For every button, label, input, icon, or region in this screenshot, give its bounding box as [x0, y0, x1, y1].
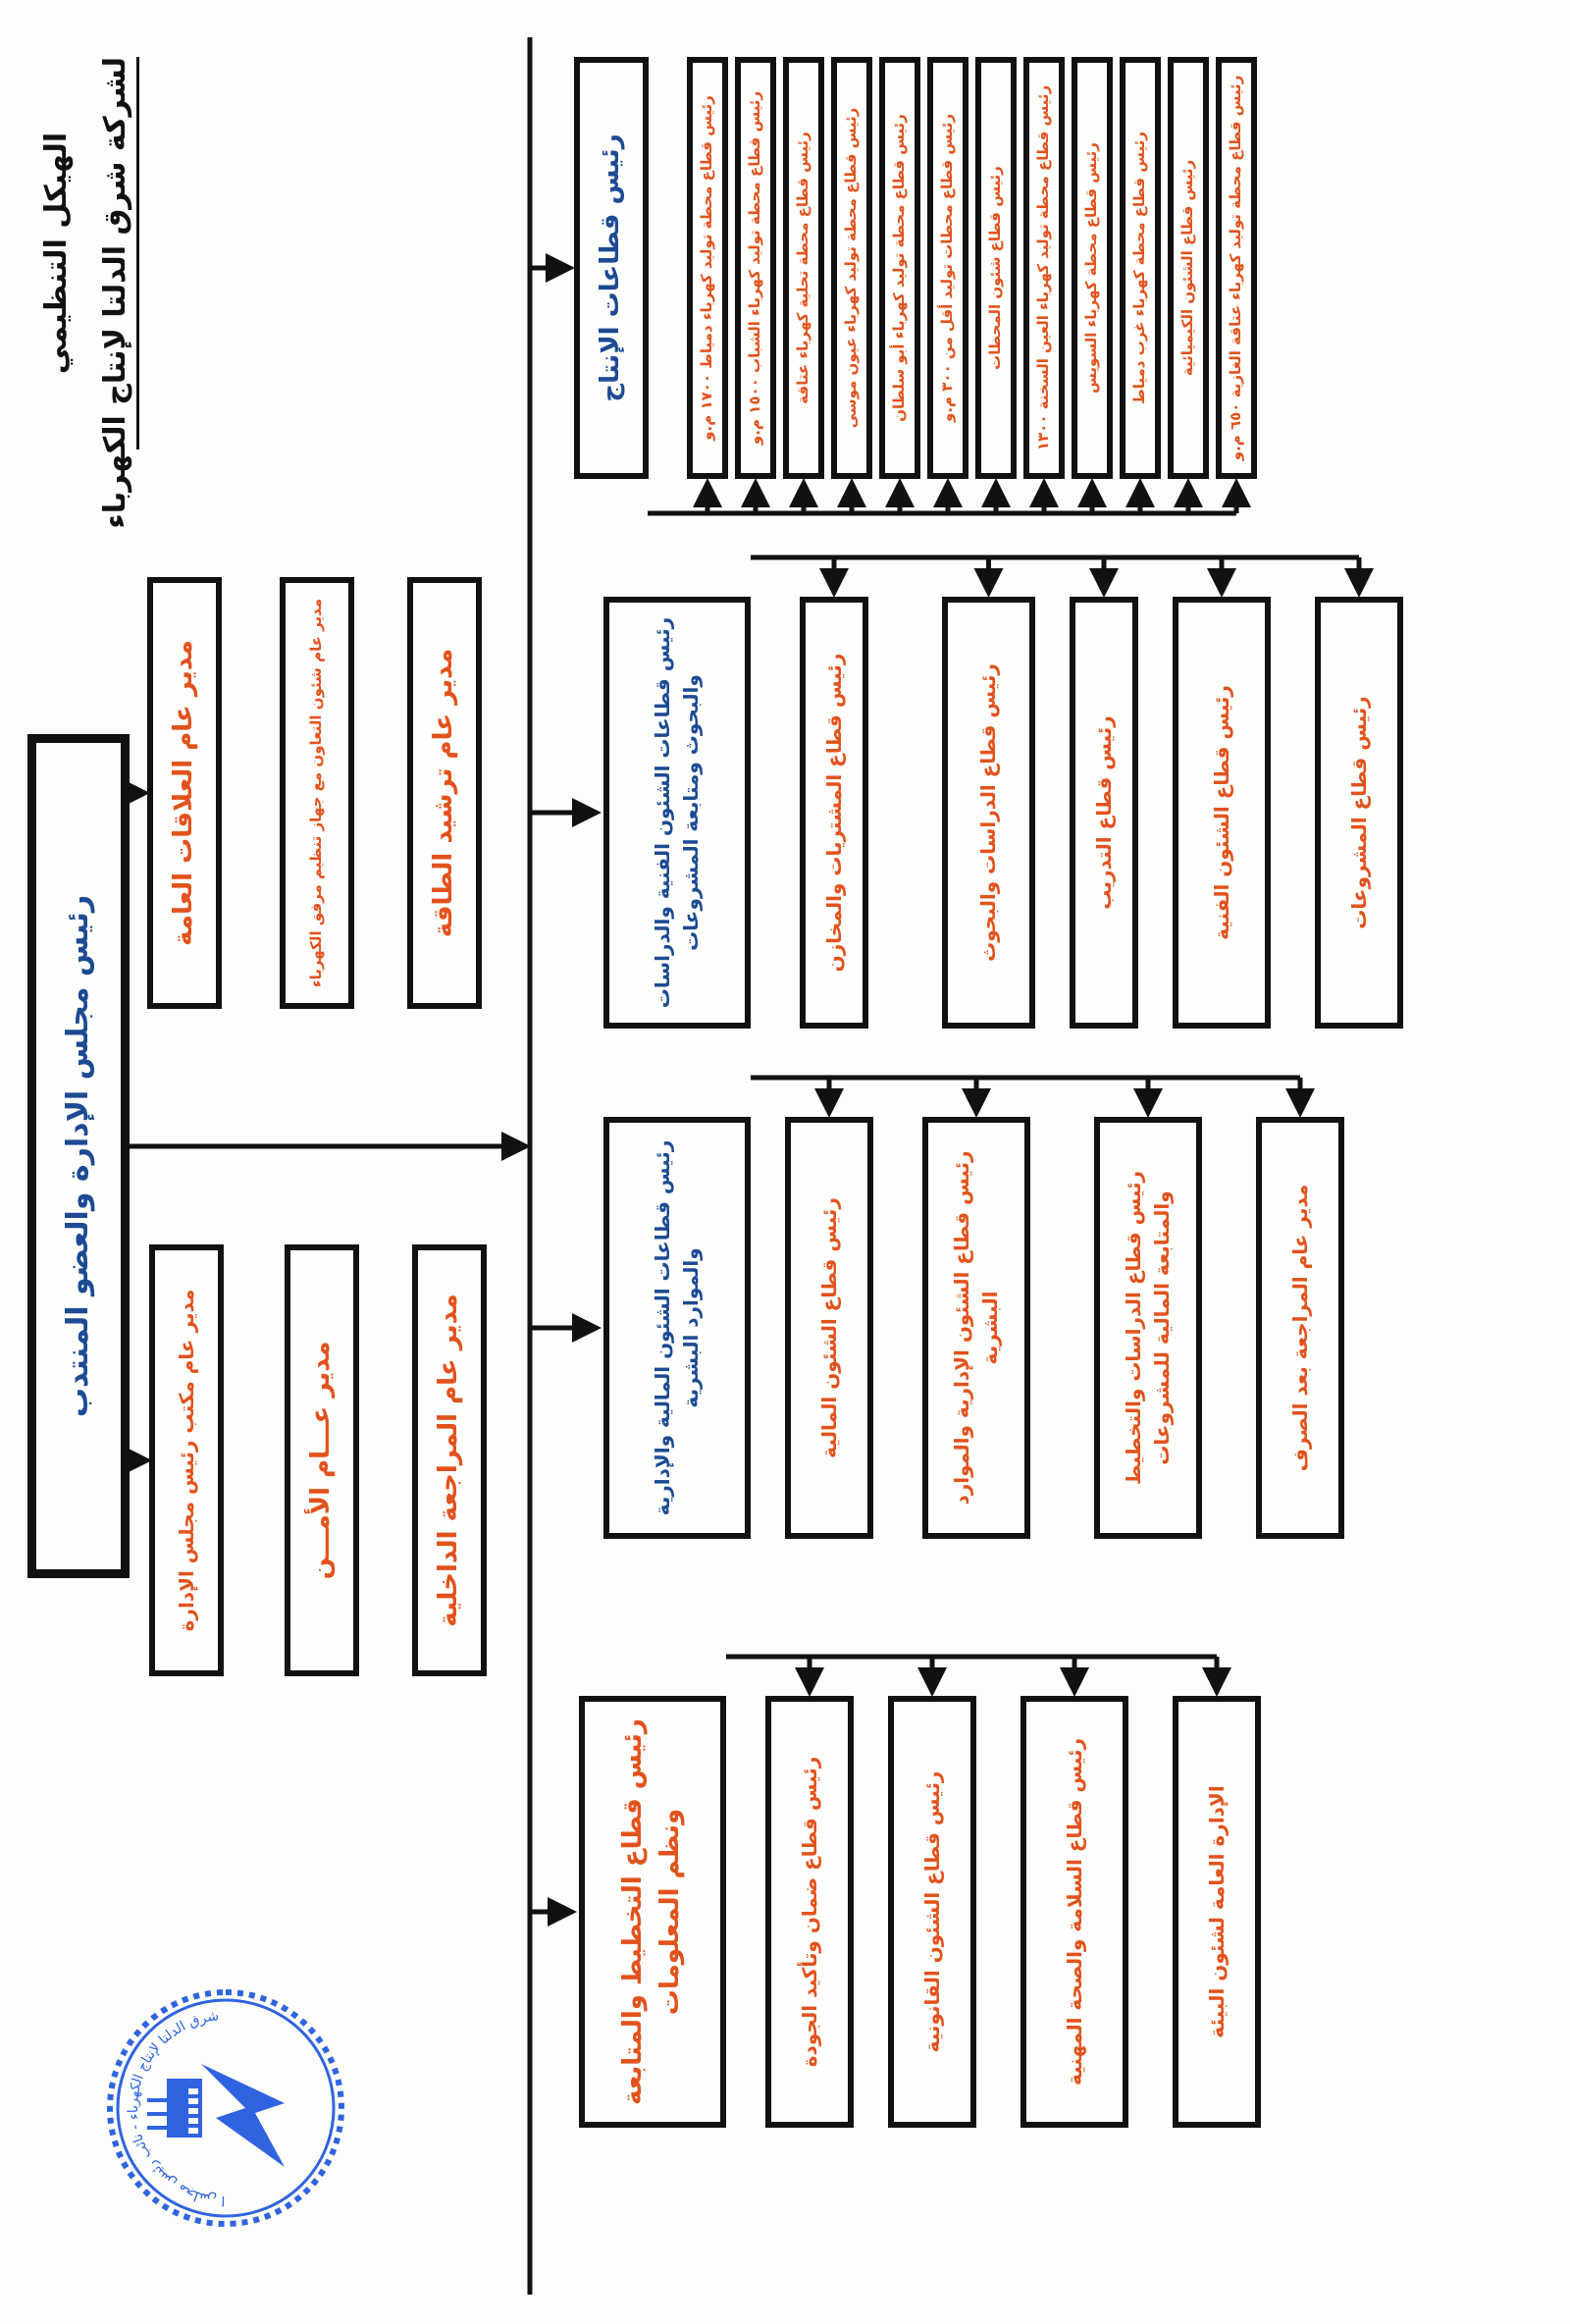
- production-station-box[interactable]: رئيس قطاع محطة كهرباء السويس: [1072, 57, 1113, 479]
- chart-title: الهيكل التنظيمي: [39, 132, 74, 375]
- production-station-box[interactable]: رئيس قطاع شئون المحطات: [975, 57, 1017, 479]
- child-label: مدير عام المراجعة بعد الصرف: [1287, 1184, 1312, 1472]
- technical-child-box[interactable]: رئيس قطاع المشروعات: [1315, 597, 1403, 1029]
- child-label: رئيس قطاع السلامة والصحة المهنية: [1062, 1738, 1086, 2086]
- staff-label: مدير عام شئون التعاون مع جهاز تنظيم مرفق…: [307, 598, 326, 988]
- staff-box-energy-conservation[interactable]: مدير عام ترشيد الطاقة: [407, 577, 482, 1009]
- child-label: رئيس قطاع محطة تحلية كهرباء عتاقة: [794, 132, 812, 404]
- staff-label: مدير عام ترشيد الطاقة: [429, 648, 459, 938]
- sector-head-planning[interactable]: رئيس قطاع التخطيط والمتابعة ونظم المعلوم…: [579, 1696, 726, 2128]
- technical-child-box[interactable]: رئيس قطاع التدريب: [1070, 597, 1138, 1029]
- planning-child-box[interactable]: رئيس قطاع الشئون القانونية: [888, 1696, 976, 2128]
- production-station-box[interactable]: رئيس قطاع محطة توليد كهرباء دمياط ١٧٠٠ م…: [687, 57, 728, 479]
- sector-head-production[interactable]: رئيس قطاعات الإنتاج: [574, 57, 649, 479]
- sector-head-label: رئيس قطاع التخطيط والمتابعة ونظم المعلوم…: [618, 1718, 685, 2105]
- lightning-bolt-pylon-icon: [147, 2064, 285, 2167]
- staff-label: مدير عام المراجعة الداخلية: [434, 1294, 464, 1627]
- child-label: رئيس قطاع ضمان وتأكيد الجودة: [797, 1756, 821, 2068]
- planning-child-box[interactable]: الإدارة العامة لشئون البيئة: [1173, 1696, 1261, 2128]
- technical-child-box[interactable]: رئيس قطاع الشئون الفنية: [1173, 597, 1271, 1029]
- financial-child-box[interactable]: رئيس قطاع الدراسات والتخطيط والمتابعة ال…: [1094, 1117, 1202, 1539]
- staff-box-internal-audit[interactable]: مدير عام المراجعة الداخلية: [412, 1244, 487, 1676]
- child-label: رئيس قطاع محطة توليد كهرباء أبو سلطان: [890, 114, 909, 422]
- child-label: رئيس قطاع محطة كهرباء السويس: [1082, 142, 1101, 394]
- child-label: رئيس قطاع محطة توليد كهرباء العين السخنة…: [1034, 84, 1053, 451]
- child-label: الإدارة العامة لشئون البيئة: [1204, 1785, 1229, 2038]
- chairman-label: رئيس مجلس الإدارة والعضو المنتدب: [61, 894, 96, 1418]
- chairman-box[interactable]: رئيس مجلس الإدارة والعضو المنتدب: [27, 734, 130, 1578]
- production-station-box[interactable]: رئيس قطاع محطة توليد كهرباء أبو سلطان: [879, 57, 920, 479]
- child-label: رئيس قطاع التدريب: [1091, 715, 1116, 910]
- staff-label: مدير عام مكتب رئيس مجلس الإدارة: [174, 1289, 198, 1632]
- staff-box-chairman-office[interactable]: مدير عام مكتب رئيس مجلس الإدارة: [149, 1244, 224, 1676]
- production-station-box[interactable]: رئيس قطاع محطة توليد كهرباء عتاقة الغازي…: [1216, 57, 1257, 479]
- production-station-box[interactable]: رئيس قطاع محطة كهرباء غرب دمياط: [1120, 57, 1161, 479]
- staff-box-regulatory-cooperation[interactable]: مدير عام شئون التعاون مع جهاز تنظيم مرفق…: [280, 577, 354, 1009]
- child-label: رئيس قطاع الشئون القانونية: [919, 1770, 944, 2053]
- company-seal: شركة شرق الدلتا لإنتاج الكهرباء - نائب ر…: [98, 1989, 344, 2236]
- technical-child-box[interactable]: رئيس قطاع المشتريات والمخازن: [800, 597, 868, 1029]
- staff-label: مدير عام العلاقات العامة: [169, 640, 199, 946]
- production-station-box[interactable]: رئيس قطاع محطة توليد كهرباء العين السخنة…: [1023, 57, 1065, 479]
- production-station-box[interactable]: رئيس قطاع محطة توليد كهرباء عيون موسى: [831, 57, 872, 479]
- child-label: رئيس قطاع الشئون الإدارية والموارد البشر…: [950, 1150, 1002, 1505]
- staff-box-security[interactable]: مدير عـــام الأمـــن: [285, 1244, 359, 1676]
- child-label: رئيس قطاع محطة كهرباء غرب دمياط: [1130, 132, 1149, 404]
- staff-label: مدير عـــام الأمـــن: [306, 1341, 337, 1580]
- child-label: رئيس قطاع محطات توليد أقل من ٣٠٠ م.و: [938, 114, 957, 422]
- sector-head-label: رئيس قطاعات الشئون الفنية والدراسات والب…: [651, 616, 703, 1009]
- child-label: رئيس قطاع محطة توليد كهرباء الشباب ١٥٠٠ …: [746, 90, 764, 446]
- child-label: رئيس قطاع الشئون الكيميائية: [1178, 159, 1197, 377]
- financial-child-box[interactable]: مدير عام المراجعة بعد الصرف: [1256, 1117, 1344, 1539]
- production-station-box[interactable]: رئيس قطاع محطة توليد كهرباء الشباب ١٥٠٠ …: [735, 57, 776, 479]
- child-label: رئيس قطاع محطة توليد كهرباء عيون موسى: [842, 107, 861, 429]
- technical-child-box[interactable]: رئيس قطاع الدراسات والبحوث: [942, 597, 1035, 1029]
- child-label: رئيس قطاع شئون المحطات: [986, 166, 1005, 370]
- production-station-box[interactable]: رئيس قطاع محطة تحلية كهرباء عتاقة: [783, 57, 824, 479]
- sector-head-label: رئيس قطاعات الإنتاج: [596, 133, 626, 402]
- sector-head-technical[interactable]: رئيس قطاعات الشئون الفنية والدراسات والب…: [603, 597, 751, 1029]
- planning-child-box[interactable]: رئيس قطاع ضمان وتأكيد الجودة: [765, 1696, 854, 2128]
- child-label: رئيس قطاع الشئون المالية: [816, 1197, 841, 1458]
- sector-head-label: رئيس قطاعات الشئون المالية والإدارية وال…: [651, 1139, 703, 1516]
- financial-child-box[interactable]: رئيس قطاع الشئون الإدارية والموارد البشر…: [922, 1117, 1030, 1539]
- chart-subtitle: لشركة شرق الدلتا لإنتاج الكهرباء: [98, 57, 139, 529]
- child-label: رئيس قطاع محطة توليد كهرباء عتاقة الغازي…: [1227, 75, 1245, 461]
- child-label: رئيس قطاع الدراسات والتخطيط والمتابعة ال…: [1122, 1170, 1174, 1486]
- planning-child-box[interactable]: رئيس قطاع السلامة والصحة المهنية: [1020, 1696, 1128, 2128]
- financial-child-box[interactable]: رئيس قطاع الشئون المالية: [785, 1117, 873, 1539]
- sector-head-financial[interactable]: رئيس قطاعات الشئون المالية والإدارية وال…: [603, 1117, 751, 1539]
- child-label: رئيس قطاع المشروعات: [1346, 696, 1371, 929]
- production-station-box[interactable]: رئيس قطاع محطات توليد أقل من ٣٠٠ م.و: [927, 57, 968, 479]
- child-label: رئيس قطاع الدراسات والبحوث: [976, 663, 1000, 962]
- staff-box-public-relations[interactable]: مدير عام العلاقات العامة: [147, 577, 222, 1009]
- child-label: رئيس قطاع محطة توليد كهرباء دمياط ١٧٠٠ م…: [698, 95, 716, 441]
- child-label: رئيس قطاع المشتريات والمخازن: [821, 653, 846, 973]
- child-label: رئيس قطاع الشئون الفنية: [1209, 685, 1233, 940]
- production-station-box[interactable]: رئيس قطاع الشئون الكيميائية: [1168, 57, 1209, 479]
